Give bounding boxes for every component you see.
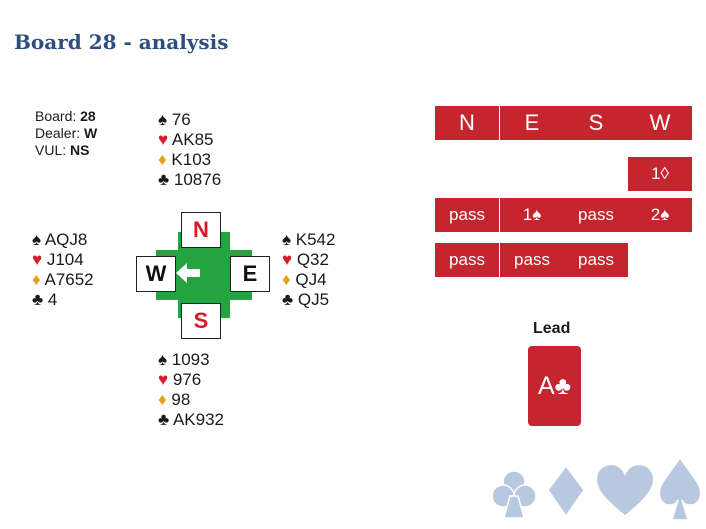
- south-hand: ♠ 1093 ♥ 976 ♦ 98 ♣ AK932: [158, 350, 224, 429]
- auction-bid: 1♠: [500, 198, 564, 232]
- diamond-icon: ♦: [282, 270, 291, 289]
- heart-icon: ♥: [282, 250, 293, 269]
- auction-bid: 1◊: [628, 157, 692, 191]
- arrow-left-icon: [176, 263, 200, 283]
- auction-header-e: E: [500, 106, 564, 140]
- club-decoration-icon: [491, 470, 537, 519]
- east-hand: ♠ K542 ♥ Q32 ♦ QJ4 ♣ QJ5: [282, 230, 336, 309]
- spade-decoration-icon: [658, 456, 702, 521]
- spade-icon: ♠: [282, 230, 292, 249]
- club-icon: ♣: [32, 290, 44, 309]
- north-hand: ♠ 76 ♥ AK85 ♦ K103 ♣ 10876: [158, 110, 222, 189]
- auction-bid: pass: [500, 243, 564, 277]
- compass-north: N: [181, 212, 221, 248]
- diamond-icon: ♦: [158, 150, 167, 169]
- club-icon: ♣: [282, 290, 294, 309]
- auction-header-n: N: [435, 106, 499, 140]
- auction-bid: pass: [435, 198, 499, 232]
- suit-decoration: [491, 456, 702, 521]
- club-icon: ♣: [158, 170, 170, 189]
- page-title: Board 28 - analysis: [14, 30, 229, 54]
- auction-bid: pass: [564, 243, 628, 277]
- compass-east: E: [230, 256, 270, 292]
- auction-bid: pass: [564, 198, 628, 232]
- auction-header-s: S: [564, 106, 628, 140]
- diamond-icon: ♦: [158, 390, 167, 409]
- compass-west: W: [136, 256, 176, 292]
- board-row: Board: 28: [35, 108, 96, 124]
- diamond-decoration-icon: [547, 464, 585, 518]
- dealer-row: Dealer: W: [35, 125, 98, 141]
- compass: N W E S: [136, 212, 270, 339]
- vul-row: VUL: NS: [35, 142, 90, 158]
- spade-icon: ♠: [158, 110, 168, 129]
- heart-decoration-icon: [595, 463, 655, 517]
- auction-bid: 2♠: [628, 198, 692, 232]
- heart-icon: ♥: [32, 250, 43, 269]
- heart-icon: ♥: [158, 130, 169, 149]
- lead-label: Lead: [533, 320, 571, 337]
- heart-icon: ♥: [158, 370, 169, 389]
- spade-icon: ♠: [158, 350, 168, 369]
- spade-icon: ♠: [32, 230, 42, 249]
- west-hand: ♠ AQJ8 ♥ J104 ♦ A7652 ♣ 4: [32, 230, 94, 309]
- lead-card: A♣: [528, 346, 581, 426]
- auction-bid: pass: [435, 243, 499, 277]
- compass-south: S: [181, 303, 221, 339]
- club-icon: ♣: [158, 410, 170, 429]
- board-info: Board: 28 Dealer: W VUL: NS: [35, 108, 97, 159]
- diamond-icon: ♦: [32, 270, 41, 289]
- auction-header-w: W: [628, 106, 692, 140]
